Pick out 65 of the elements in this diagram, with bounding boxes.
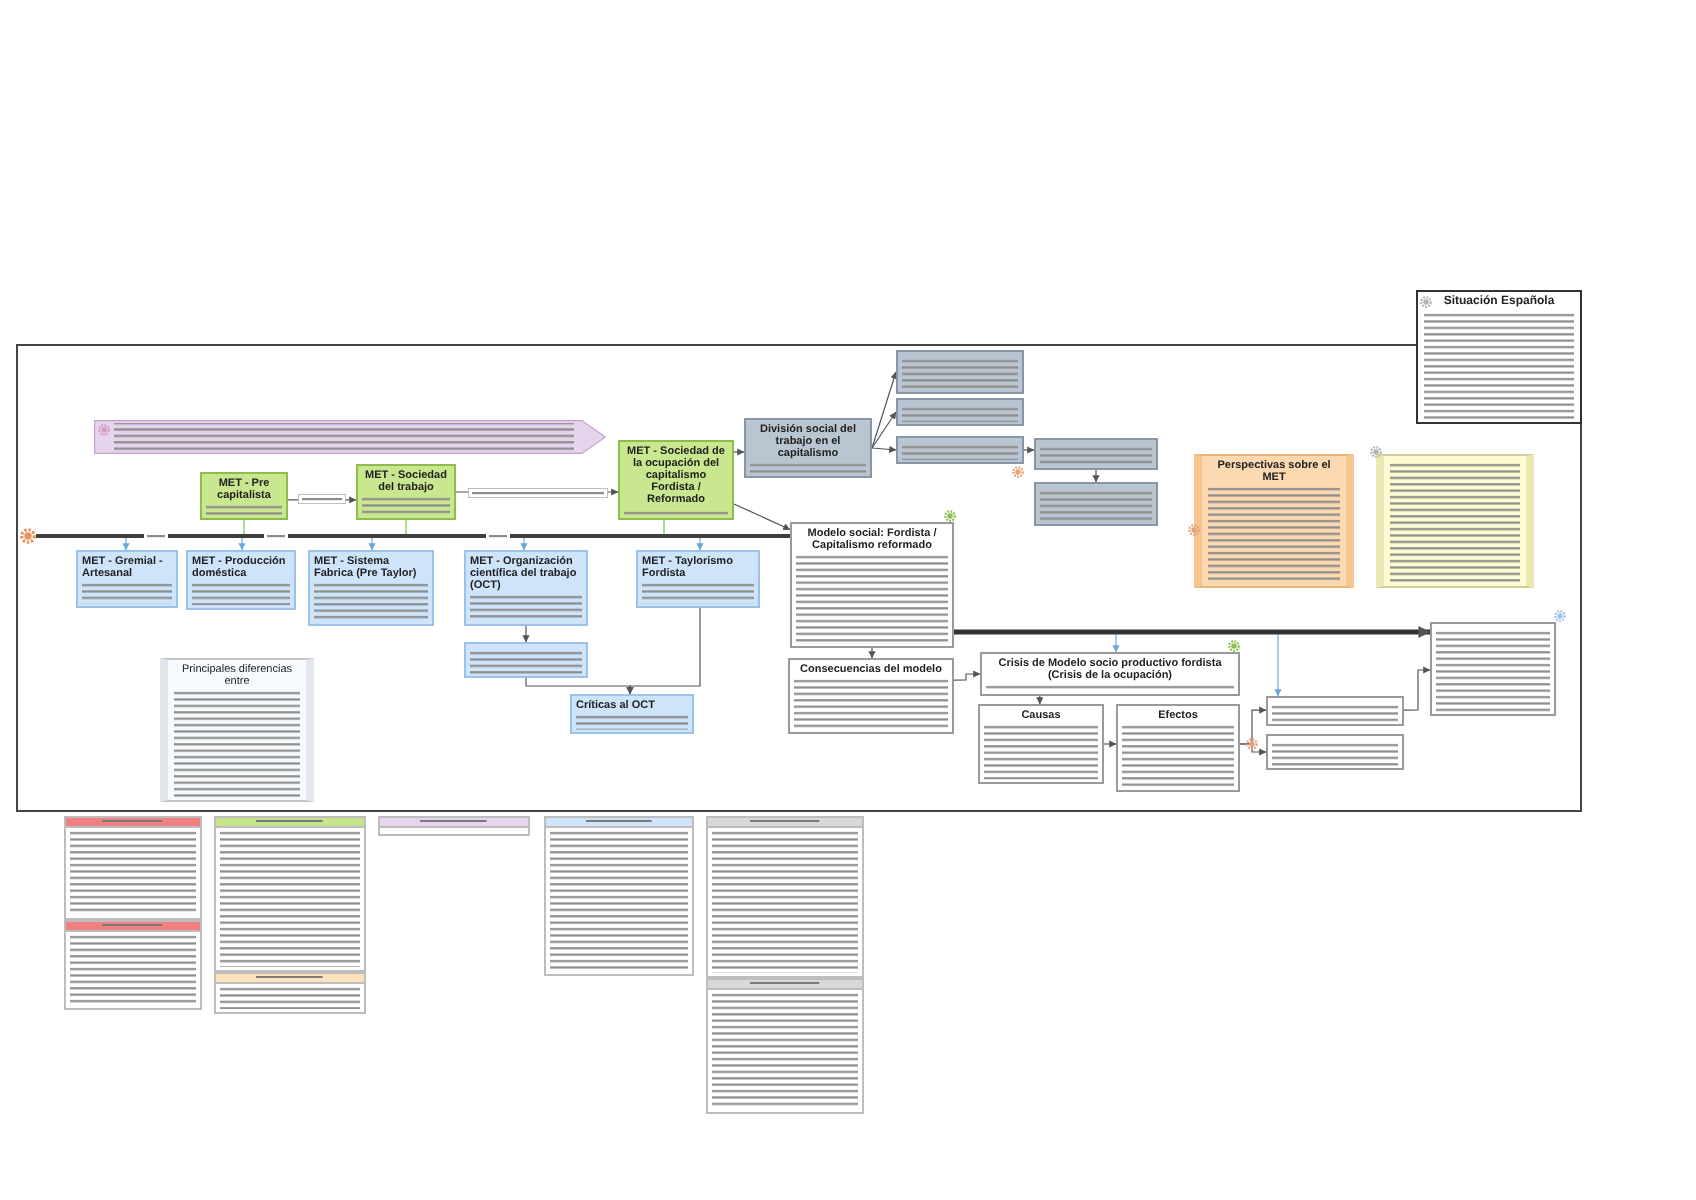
- arrow: [287, 496, 357, 504]
- arrow: [522, 625, 530, 643]
- text-box: [790, 522, 954, 648]
- note-box: [896, 350, 1024, 394]
- column-box: [706, 816, 864, 978]
- arrow: [520, 537, 528, 551]
- text-box: [1266, 734, 1404, 770]
- arrow: [1036, 695, 1044, 705]
- column-box: [706, 978, 864, 1114]
- text-box: [1416, 290, 1582, 424]
- model-box: [570, 694, 694, 734]
- arrow: [368, 537, 376, 551]
- model-box: [186, 550, 296, 610]
- arrow: [122, 537, 130, 551]
- arrow: [1103, 740, 1117, 748]
- connector-line: [243, 519, 245, 535]
- model-box: [308, 550, 434, 626]
- column-box: [214, 972, 366, 1014]
- note-box: [896, 436, 1024, 464]
- arrow: [1239, 743, 1267, 756]
- arrow: [696, 537, 704, 551]
- model-box: [464, 642, 588, 678]
- text-box: [1266, 696, 1404, 726]
- arrow: [1112, 634, 1120, 653]
- arrow: [1274, 634, 1282, 697]
- note-box: [1034, 438, 1158, 470]
- note-box: [1034, 482, 1158, 526]
- arrow: [626, 607, 701, 695]
- gear-icon: [20, 528, 36, 544]
- model-box: [636, 550, 760, 608]
- notepad-box: [1376, 454, 1534, 588]
- stage-box: [200, 472, 288, 520]
- text-box: [788, 658, 954, 734]
- column-box: [64, 816, 202, 920]
- timeline: [36, 534, 790, 538]
- arrow: [868, 647, 876, 659]
- text-box: [1116, 704, 1240, 792]
- notepad-box: [160, 658, 314, 802]
- note-box: [896, 398, 1024, 426]
- connector-line: [663, 519, 665, 535]
- arrow: [871, 411, 897, 449]
- arrow: [953, 670, 981, 681]
- column-box: [214, 816, 366, 972]
- arrow: [238, 537, 246, 551]
- column-box: [544, 816, 694, 976]
- timeline-arrow: [954, 626, 1431, 638]
- arrow: [733, 448, 745, 456]
- stage-box: [356, 464, 456, 520]
- callout-banner: [94, 420, 606, 454]
- note-box: [744, 418, 872, 478]
- arrow: [733, 503, 791, 531]
- arrow: [1023, 446, 1035, 454]
- column-box: [378, 816, 530, 836]
- text-box: [978, 704, 1104, 784]
- arrow: [871, 371, 898, 449]
- arrow: [871, 445, 897, 453]
- arrow: [1403, 666, 1431, 711]
- model-box: [76, 550, 178, 608]
- connector-line: [405, 519, 407, 535]
- text-box: [980, 652, 1240, 696]
- stage-box: [618, 440, 734, 520]
- notepad-box: [1194, 454, 1354, 588]
- model-box: [464, 550, 588, 626]
- arrow: [1092, 469, 1100, 483]
- column-box: [64, 920, 202, 1010]
